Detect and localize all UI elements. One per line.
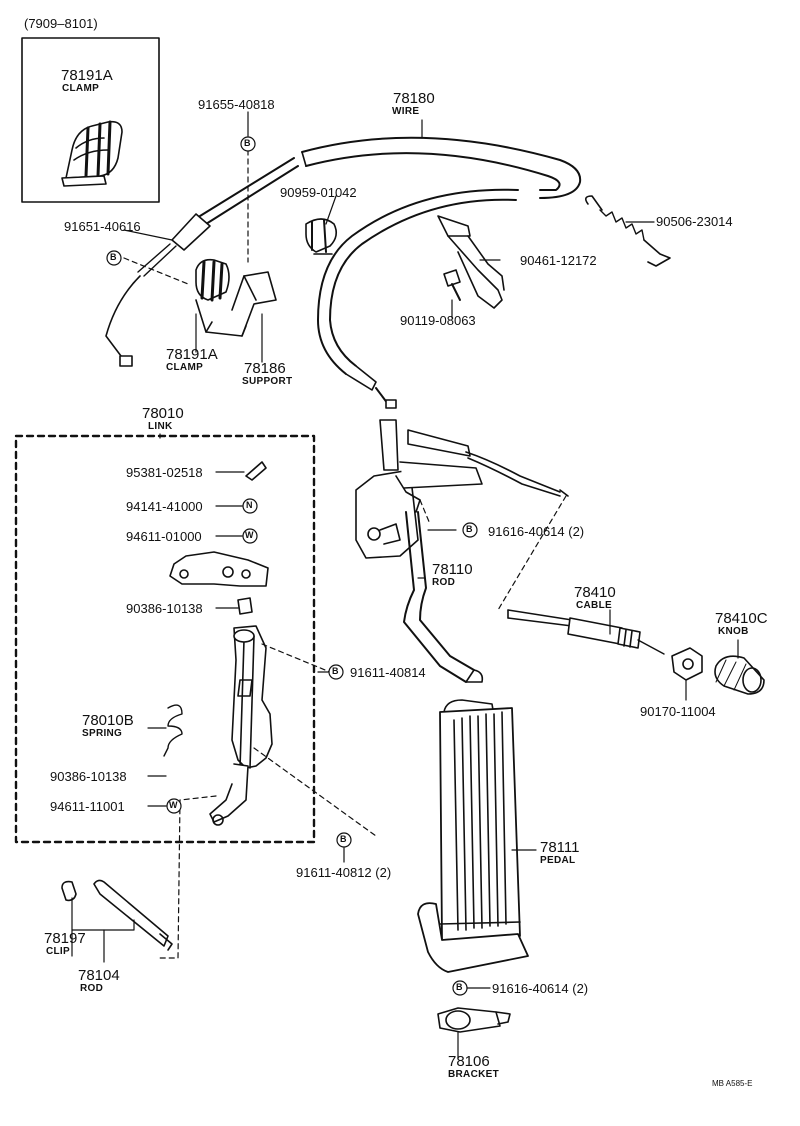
clamp-support-drawing: [195, 258, 277, 337]
bracket-78106-drawing: [437, 1007, 511, 1033]
label-90386-b: 90386-10138: [50, 769, 127, 784]
bolt-letter-91611b: B: [340, 834, 347, 844]
inset-part-name: CLAMP: [62, 83, 100, 94]
clip-78197-part-name: CLIP: [46, 946, 70, 957]
cable-part-name: CABLE: [576, 600, 612, 611]
knob-part-name: KNOB: [718, 626, 749, 637]
label-91616-b: 91616-40614 (2): [492, 981, 589, 996]
label-91651: 91651-40616: [64, 219, 141, 234]
linkage-mechanism-drawing: [355, 419, 569, 559]
wire-part-name: WIRE: [392, 106, 420, 117]
label-90386-a: 90386-10138: [126, 601, 203, 616]
inset-box: [21, 37, 160, 203]
label-91616-a: 91616-40614 (2): [488, 524, 585, 539]
pedal-part-no: 78111: [540, 839, 580, 856]
cable-78410-drawing: [507, 609, 765, 695]
bolt-letter-91616b: B: [456, 982, 463, 992]
support-part-no: 78186: [244, 360, 286, 377]
label-94611: 94611-01000: [126, 529, 202, 544]
date-range: (7909–8101): [24, 16, 98, 31]
label-90119: 90119-08063: [400, 313, 476, 328]
bracket-90461-drawing: [437, 215, 505, 309]
rod-78110-drawing: [403, 511, 484, 683]
support-part-name: SUPPORT: [242, 376, 293, 387]
washer-marker-94611b: [166, 798, 182, 814]
rod-78110-part-name: ROD: [432, 577, 456, 588]
link-part-name: LINK: [148, 421, 173, 432]
wire-78180-drawing: [301, 136, 582, 409]
solid-leaders: [71, 111, 739, 1059]
bolt-letter-91655: B: [244, 138, 251, 148]
pedal-78111-drawing: [417, 699, 529, 973]
fastener-markers: [106, 136, 478, 996]
label-94141: 94141-41000: [126, 499, 203, 514]
bolt-letter-91616a: B: [466, 524, 473, 534]
bolt-marker-91616b: [452, 980, 468, 996]
bolt-letter-91651: B: [110, 252, 117, 262]
label-90170: 90170-11004: [640, 704, 716, 719]
spring-90506-drawing: [584, 195, 671, 267]
bracket-part-name: BRACKET: [448, 1069, 499, 1080]
link-part-no: 78010: [142, 405, 184, 422]
clamp-part-name: CLAMP: [166, 362, 204, 373]
label-90506: 90506-23014: [656, 214, 733, 229]
label-94611-b: 94611-11001: [50, 799, 125, 814]
label-90959: 90959-01042: [280, 185, 357, 200]
rod-78104-part-no: 78104: [78, 967, 120, 984]
inset-clamp-drawing: [61, 120, 123, 187]
clip-90959-drawing: [305, 218, 338, 255]
rod-78110-part-no: 78110: [432, 561, 473, 578]
wire-part-no: 78180: [393, 90, 435, 107]
bolt-letter-91611a: B: [332, 666, 339, 676]
clamp-part-no: 78191A: [166, 346, 218, 363]
pedal-part-name: PEDAL: [540, 855, 576, 866]
label-91611-a: 91611-40814: [350, 665, 426, 680]
dashed-leaders: [123, 149, 567, 959]
rod-78104-drawing: [61, 879, 173, 951]
nut-marker-94141: [242, 498, 258, 514]
reference-code: MB A585-E: [712, 1079, 753, 1088]
washer-letter-94611b: W: [169, 800, 178, 810]
bolt-marker-91651: [106, 250, 122, 266]
left-cable-drawing: [105, 157, 299, 367]
bolt-marker-91655: [240, 136, 256, 152]
label-90461: 90461-12172: [520, 253, 597, 268]
link-78010-box: [14, 434, 316, 844]
label-95381: 95381-02518: [126, 465, 203, 480]
clip-78197-part-no: 78197: [44, 930, 86, 947]
bolt-marker-91611a: [328, 664, 344, 680]
spring-part-no: 78010B: [82, 712, 134, 729]
knob-part-no: 78410C: [715, 610, 768, 627]
bolt-marker-91611b: [336, 832, 352, 848]
spring-part-name: SPRING: [82, 728, 123, 739]
nut-letter-94141: N: [246, 500, 253, 510]
cable-part-no: 78410: [574, 584, 616, 601]
washer-letter-94611: W: [245, 530, 254, 540]
link-78010-drawing: [163, 461, 273, 826]
bolt-marker-91616a: [462, 522, 478, 538]
washer-marker-94611: [242, 528, 258, 544]
inset-part-no: 78191A: [61, 67, 113, 84]
label-91655: 91655-40818: [198, 97, 275, 112]
label-91611-b: 91611-40812 (2): [296, 865, 392, 880]
bracket-part-no: 78106: [448, 1053, 490, 1070]
rod-78104-part-name: ROD: [80, 983, 104, 994]
